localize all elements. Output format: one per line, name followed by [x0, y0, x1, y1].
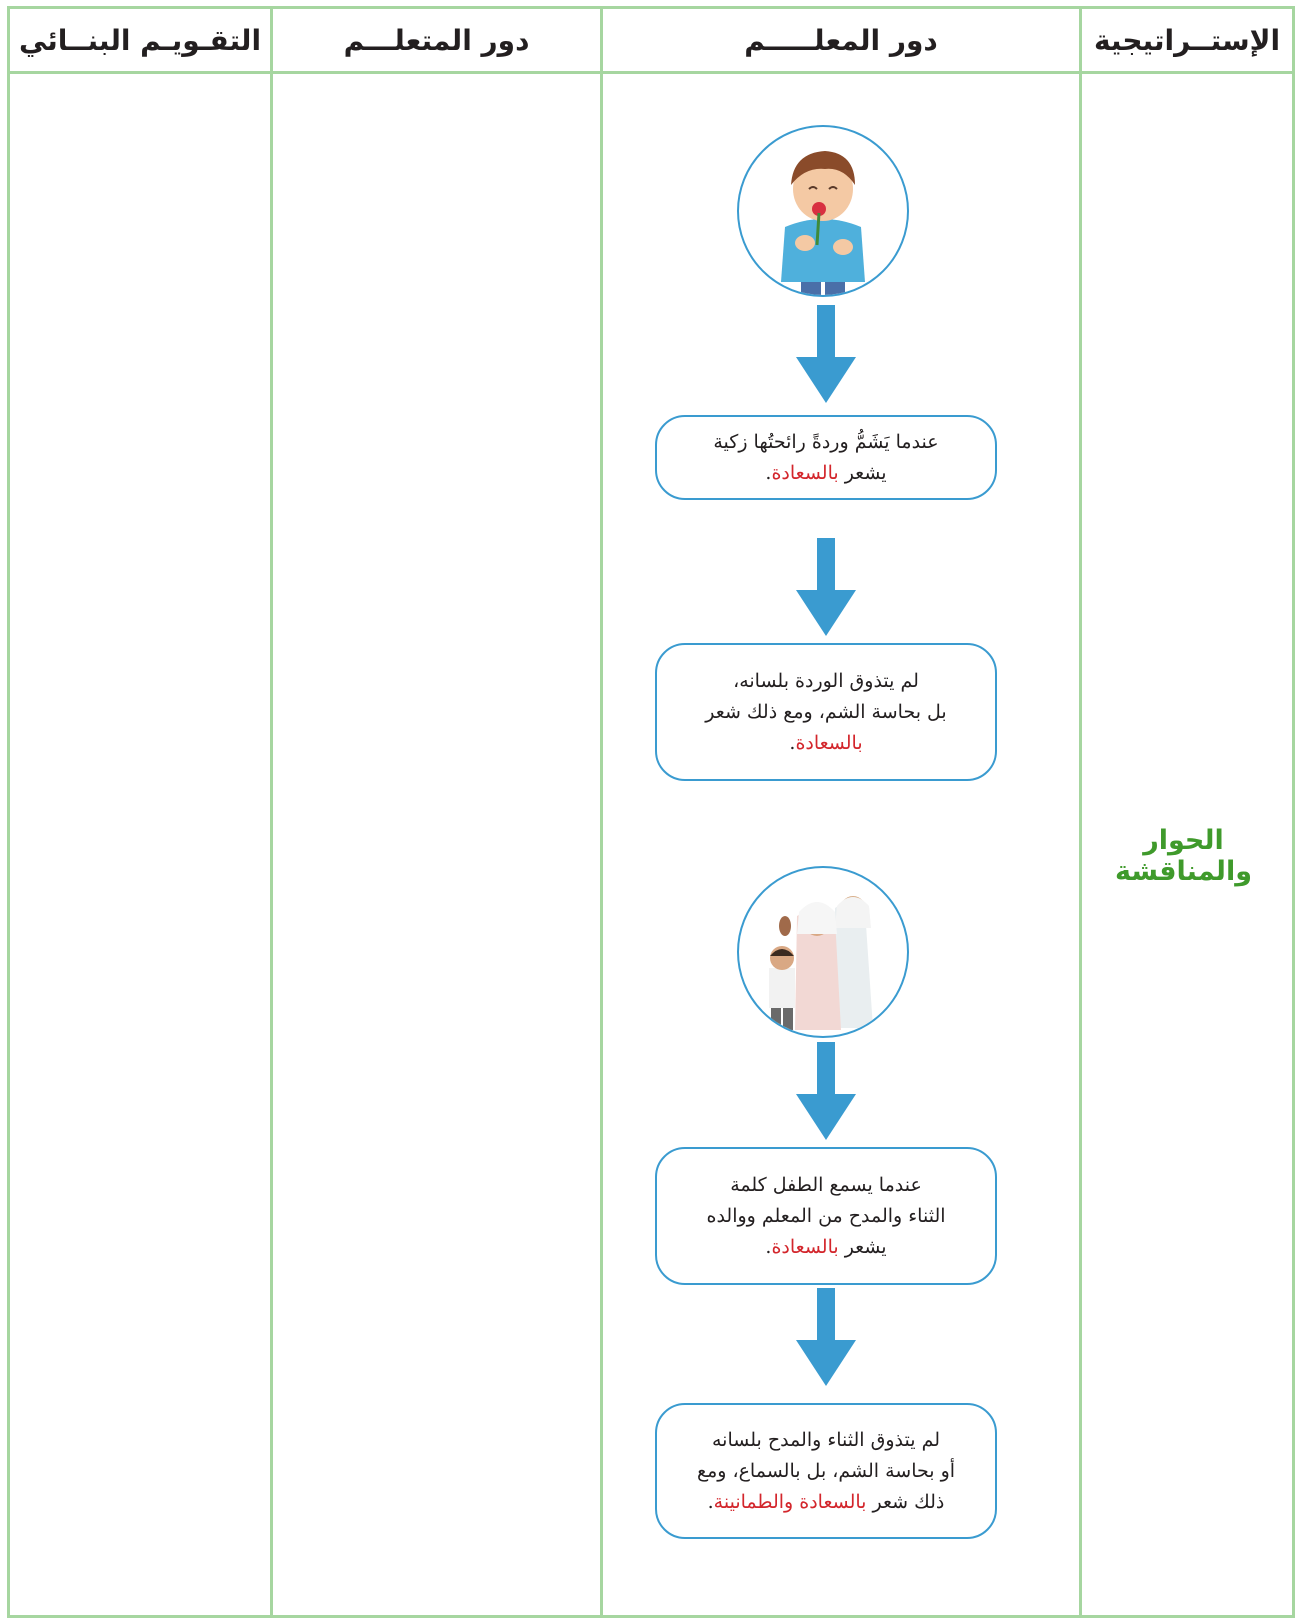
down-arrow-icon	[796, 538, 856, 636]
flow-step-text: .	[765, 1235, 772, 1258]
column-divider	[600, 9, 603, 1615]
flow-step-highlight: بالسعادة والطمانينة	[713, 1490, 867, 1513]
header-divider	[10, 71, 1292, 74]
flow-step-text: يشعر	[838, 461, 887, 484]
flow-step-line: بالسعادة.	[789, 728, 862, 759]
flow-step-text: .	[765, 461, 772, 484]
flow-step-line: أو بحاسة الشم، بل بالسماع، ومع	[696, 1459, 956, 1482]
boy-smelling-flower-illustration	[737, 125, 909, 297]
flow-step-line: يشعر بالسعادة.	[765, 1232, 886, 1263]
header-learner-role: دور المتعلـــم	[343, 23, 530, 57]
column-divider	[270, 9, 273, 1615]
header-assessment: التقـويـم البنــائي	[18, 23, 262, 57]
flow-step-1: عندما يَشَمُّ وردةً رائحتُها زكية يشعر ب…	[655, 415, 997, 500]
column-divider	[1079, 9, 1082, 1615]
strategy-value: الحوار والمناقشة	[1115, 825, 1252, 887]
flow-step-highlight: بالسعادة	[771, 461, 839, 484]
flow-step-line: لم يتذوق الوردة بلسانه،	[733, 669, 919, 692]
down-arrow-icon	[796, 1288, 856, 1386]
header-teacher-role: دور المعلـــــم	[744, 23, 938, 57]
down-arrow-icon	[796, 305, 856, 403]
flow-step-line: لم يتذوق الثناء والمدح بلسانه	[711, 1428, 941, 1451]
flow-step-4: لم يتذوق الثناء والمدح بلسانه أو بحاسة ا…	[655, 1403, 997, 1539]
flow-step-highlight: بالسعادة	[795, 731, 863, 754]
flow-step-line: بل بحاسة الشم، ومع ذلك شعر	[705, 700, 947, 723]
flow-step-line: عندما يَشَمُّ وردةً رائحتُها زكية	[713, 430, 939, 453]
flow-step-line: الثناء والمدح من المعلم ووالده	[706, 1204, 946, 1227]
down-arrow-icon	[796, 1042, 856, 1140]
boy-with-father-and-teacher-illustration	[737, 866, 909, 1038]
flow-step-text: .	[789, 731, 796, 754]
flow-step-line: ذلك شعر بالسعادة والطمانينة.	[708, 1487, 945, 1518]
flow-step-3: عندما يسمع الطفل كلمة الثناء والمدح من ا…	[655, 1147, 997, 1285]
header-strategy: الإستــراتيجية	[1093, 23, 1281, 57]
flow-step-text: ذلك شعر	[866, 1490, 945, 1513]
flow-step-line: عندما يسمع الطفل كلمة	[730, 1173, 922, 1196]
flow-step-text: .	[707, 1490, 714, 1513]
lesson-table: التقـويـم البنــائي دور المتعلـــم دور ا…	[7, 6, 1295, 1618]
flow-step-2: لم يتذوق الوردة بلسانه، بل بحاسة الشم، و…	[655, 643, 997, 781]
flow-step-line: يشعر بالسعادة.	[765, 458, 886, 489]
flow-step-text: يشعر	[838, 1235, 887, 1258]
flow-step-highlight: بالسعادة	[771, 1235, 839, 1258]
